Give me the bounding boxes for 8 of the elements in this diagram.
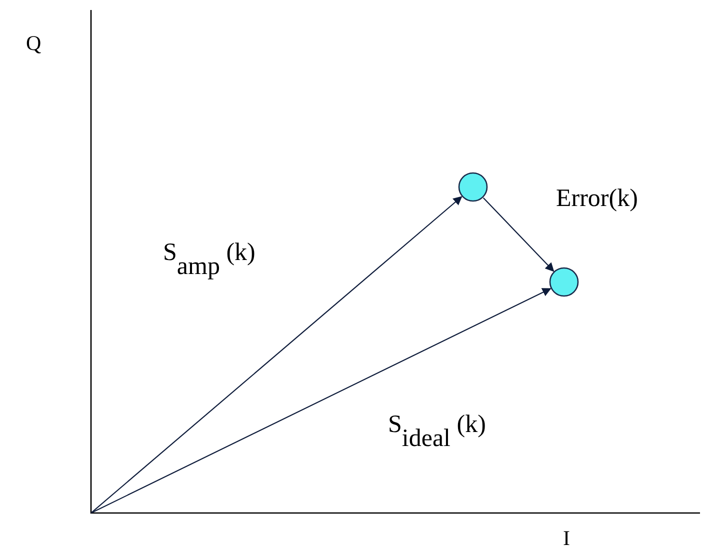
point-marker [458,172,488,202]
edge-label: Error(k) [556,186,638,211]
arrow [482,197,554,272]
arrow [90,288,552,514]
axis-label: I [563,528,570,549]
axis-label: Q [26,33,42,54]
arrow [90,196,462,514]
point-marker [549,267,579,297]
